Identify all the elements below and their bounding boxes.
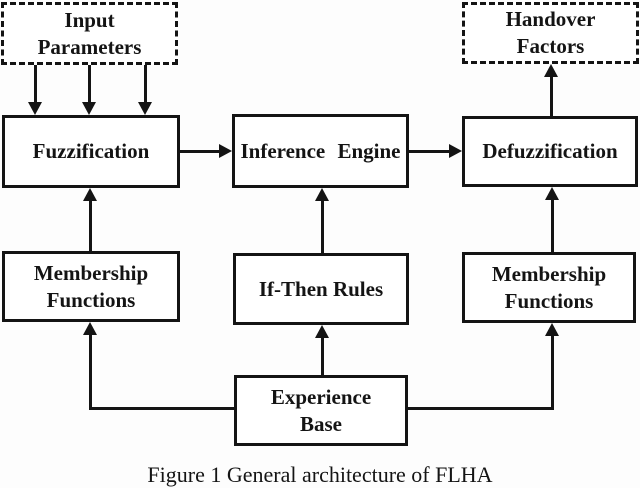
figure-caption: Figure 1 General architecture of FLHA <box>147 462 493 487</box>
node-experience-base-line2: Base <box>300 411 342 436</box>
arrow-experience-to-membership-right-head-icon <box>545 323 559 336</box>
arrow-membership-left-to-fuzzification-head-icon <box>83 188 97 201</box>
arrow-fuzzification-to-inference-line <box>180 150 220 153</box>
node-membership-functions-left: Membership Functions <box>2 251 180 322</box>
arrow-input-to-fuzzification-2-line <box>88 65 91 103</box>
node-input-parameters: Input Parameters <box>1 2 178 65</box>
arrow-input-to-fuzzification-3-head-icon <box>138 102 152 115</box>
arrow-experience-to-ifthen-head-icon <box>315 325 329 338</box>
node-handover-factors-line2: Factors <box>516 34 585 58</box>
node-inference-engine: Inference Engine <box>232 114 409 188</box>
arrow-defuzzification-to-handover-head-icon <box>544 64 558 77</box>
arrow-experience-to-membership-right-vline <box>551 334 554 410</box>
node-fuzzification-label: Fuzzification <box>32 139 150 163</box>
node-experience-base-line1: Experience <box>270 384 372 409</box>
node-handover-factors: Handover Factors <box>462 2 639 64</box>
arrow-inference-to-defuzzification-line <box>409 150 450 153</box>
arrow-experience-to-membership-left-hline <box>89 407 234 410</box>
arrow-experience-to-membership-left-head-icon <box>83 322 97 335</box>
node-membership-functions-right-line1: Membership <box>491 261 607 286</box>
node-handover-factors-line1: Handover <box>505 7 596 31</box>
node-membership-functions-right: Membership Functions <box>462 252 636 323</box>
node-if-then-rules: If-Then Rules <box>233 253 409 325</box>
node-defuzzification-label: Defuzzification <box>482 139 618 163</box>
arrow-defuzzification-to-handover-line <box>550 76 553 117</box>
node-membership-functions-left-line2: Functions <box>46 287 136 312</box>
node-input-parameters-line2: Parameters <box>37 34 142 59</box>
node-input-parameters-line1: Input <box>64 7 115 32</box>
arrow-input-to-fuzzification-3-line <box>144 65 147 103</box>
arrow-experience-to-ifthen-line <box>321 336 324 375</box>
node-inference-engine-label: Inference Engine <box>240 138 401 163</box>
arrow-input-to-fuzzification-1-line <box>34 65 37 103</box>
arrow-experience-to-membership-left-vline <box>89 333 92 410</box>
arrow-membership-right-to-defuzzification-head-icon <box>545 187 559 200</box>
arrow-inference-to-defuzzification-head-icon <box>449 144 462 158</box>
node-if-then-rules-label: If-Then Rules <box>258 276 384 301</box>
arrow-ifthen-to-inference-head-icon <box>315 188 329 201</box>
arrow-experience-to-membership-right-hline <box>408 407 554 410</box>
node-experience-base: Experience Base <box>234 375 408 446</box>
arrow-membership-right-to-defuzzification-line <box>551 198 554 252</box>
arrow-input-to-fuzzification-2-head-icon <box>82 102 96 115</box>
arrow-membership-left-to-fuzzification-line <box>89 199 92 251</box>
arrow-input-to-fuzzification-1-head-icon <box>28 102 42 115</box>
node-membership-functions-left-line1: Membership <box>33 260 149 285</box>
arrow-fuzzification-to-inference-head-icon <box>219 144 232 158</box>
arrow-ifthen-to-inference-line <box>321 199 324 253</box>
node-fuzzification: Fuzzification <box>2 115 180 188</box>
node-defuzzification: Defuzzification <box>462 116 638 187</box>
node-membership-functions-right-line2: Functions <box>504 288 594 313</box>
